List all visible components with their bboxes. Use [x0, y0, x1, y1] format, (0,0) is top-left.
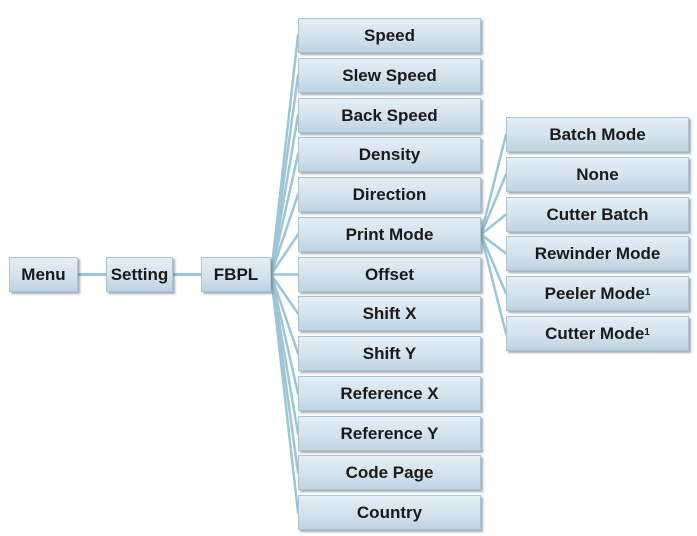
- fbpl-item-label: Reference Y: [340, 423, 439, 443]
- print-mode-item-label: Cutter Batch: [546, 204, 649, 224]
- connector-print-mode-item: [479, 213, 508, 236]
- fbpl-item-reference-y[interactable]: Reference Y: [298, 416, 481, 451]
- fbpl-item-label: Shift X: [362, 303, 417, 323]
- fbpl-item-reference-x[interactable]: Reference X: [298, 376, 481, 411]
- fbpl-item-code-page[interactable]: Code Page: [298, 455, 481, 490]
- fbpl-item-label: Print Mode: [345, 224, 434, 244]
- print-mode-item-none[interactable]: None: [506, 157, 689, 192]
- print-mode-item-label: Cutter Mode: [545, 323, 645, 343]
- connector-fbpl-item: [269, 114, 300, 276]
- connector-print-mode-item: [479, 133, 508, 236]
- fbpl-item-label: Slew Speed: [342, 65, 437, 85]
- connector-fbpl-item: [269, 233, 300, 276]
- fbpl-item-shift-x[interactable]: Shift X: [298, 296, 481, 331]
- connector-fbpl-item: [269, 273, 300, 315]
- connector-fbpl-item: [269, 273, 300, 355]
- fbpl-item-label: Code Page: [345, 462, 434, 482]
- fbpl-item-back-speed[interactable]: Back Speed: [298, 98, 481, 133]
- fbpl-item-label: Offset: [364, 264, 415, 284]
- fbpl-item-label: Country: [356, 502, 423, 522]
- fbpl-node-label: FBPL: [213, 264, 259, 284]
- print-mode-item-label: Batch Mode: [549, 124, 646, 144]
- fbpl-item-density[interactable]: Density: [298, 137, 481, 172]
- fbpl-node[interactable]: FBPL: [201, 257, 271, 292]
- fbpl-item-slew-speed[interactable]: Slew Speed: [298, 58, 481, 93]
- connector-print-mode-item: [479, 233, 508, 335]
- fbpl-item-label: Direction: [352, 184, 427, 204]
- fbpl-item-label: Reference X: [340, 383, 439, 403]
- print-mode-item-rewinder-mode[interactable]: Rewinder Mode: [506, 236, 689, 271]
- fbpl-item-label: Speed: [363, 25, 416, 45]
- connector-fbpl-item: [269, 273, 300, 514]
- print-mode-item-label: Peeler Mode: [544, 283, 645, 303]
- print-mode-item-label: None: [576, 164, 619, 184]
- fbpl-item-label: Shift Y: [362, 343, 417, 363]
- fbpl-item-shift-y[interactable]: Shift Y: [298, 336, 481, 371]
- fbpl-item-direction[interactable]: Direction: [298, 177, 481, 212]
- connector-fbpl-item: [269, 193, 300, 276]
- fbpl-item-label: Back Speed: [341, 105, 438, 125]
- menu-node[interactable]: Menu: [9, 257, 78, 292]
- fbpl-item-label: Density: [358, 144, 421, 164]
- setting-node-label: Setting: [110, 264, 169, 284]
- connector-print-mode-item: [479, 173, 508, 236]
- connector-fbpl-item: [269, 153, 300, 276]
- print-mode-item-cutter-batch[interactable]: Cutter Batch: [506, 197, 689, 232]
- print-mode-item-label: Rewinder Mode: [534, 243, 661, 263]
- connector-print-mode-item: [479, 233, 508, 295]
- connector-print-mode-item: [479, 233, 508, 255]
- fbpl-item-print-mode[interactable]: Print Mode: [298, 217, 481, 252]
- fbpl-item-country[interactable]: Country: [298, 495, 481, 530]
- fbpl-item-speed[interactable]: Speed: [298, 18, 481, 53]
- fbpl-item-offset[interactable]: Offset: [298, 257, 481, 292]
- print-mode-item-batch-mode[interactable]: Batch Mode: [506, 117, 689, 152]
- menu-node-label: Menu: [21, 264, 66, 284]
- setting-node[interactable]: Setting: [106, 257, 173, 292]
